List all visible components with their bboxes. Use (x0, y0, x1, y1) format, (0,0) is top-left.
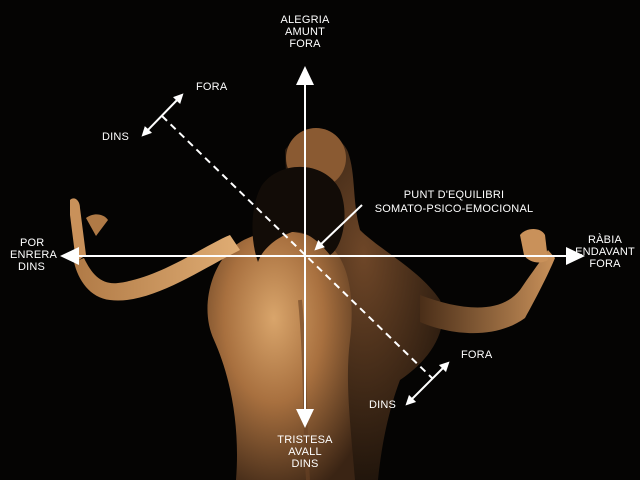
center-point-line-1: PUNT D'EQUILIBRI (403, 189, 505, 201)
bottom-label-line-3: DINS (291, 458, 319, 470)
horizontal-axis-arrow-right (566, 247, 585, 265)
partner-hand (520, 228, 548, 263)
lower-diagonal-in-label: DINS (369, 399, 397, 411)
dancer-arm (74, 235, 240, 301)
top-label: ALEGRIA AMUNT FORA (268, 14, 342, 50)
dancer-hand-fingers (86, 214, 108, 236)
left-label-line-3: DINS (18, 261, 46, 273)
horizontal-axis-arrow-left (60, 247, 79, 265)
left-label: POR ENRERA DINS (10, 237, 66, 273)
center-point-line-2: SOMATO-PSICO-EMOCIONAL (374, 203, 534, 215)
upper-diagonal-in-label: DINS (102, 131, 130, 143)
lower-diagonal-out-label: FORA (461, 349, 493, 361)
bottom-label: TRISTESA AVALL DINS (266, 434, 344, 470)
center-point-label: PUNT D'EQUILIBRI SOMATO-PSICO-EMOCIONAL (364, 189, 544, 215)
left-label-line-1: POR (20, 237, 45, 249)
top-label-line-2: AMUNT (284, 26, 326, 38)
top-label-line-1: ALEGRIA (280, 14, 330, 26)
vertical-axis-arrow-up (296, 66, 314, 85)
dancer-hair (252, 166, 345, 262)
left-label-line-2: ENRERA (10, 249, 58, 261)
right-label-line-1: RÀBIA (587, 234, 622, 246)
dancer-back (207, 231, 355, 480)
bottom-label-line-2: AVALL (288, 446, 322, 458)
vertical-axis-arrow-down (296, 409, 314, 428)
right-label: RÀBIA ENDAVANT FORA (572, 234, 638, 270)
right-label-line-2: ENDAVANT (575, 246, 635, 258)
upper-diagonal-out-label: FORA (196, 81, 228, 93)
right-label-line-3: FORA (589, 258, 621, 270)
dancer-hand (70, 198, 86, 262)
diagonal-dashed-line (161, 115, 433, 379)
top-label-line-3: FORA (289, 38, 321, 50)
upper-diagonal-arrow (141, 93, 184, 137)
lower-diagonal-arrow (405, 361, 450, 406)
center-pointer-arrow (314, 204, 363, 251)
partner-arm (420, 250, 555, 334)
bottom-label-line-1: TRISTESA (277, 434, 333, 446)
